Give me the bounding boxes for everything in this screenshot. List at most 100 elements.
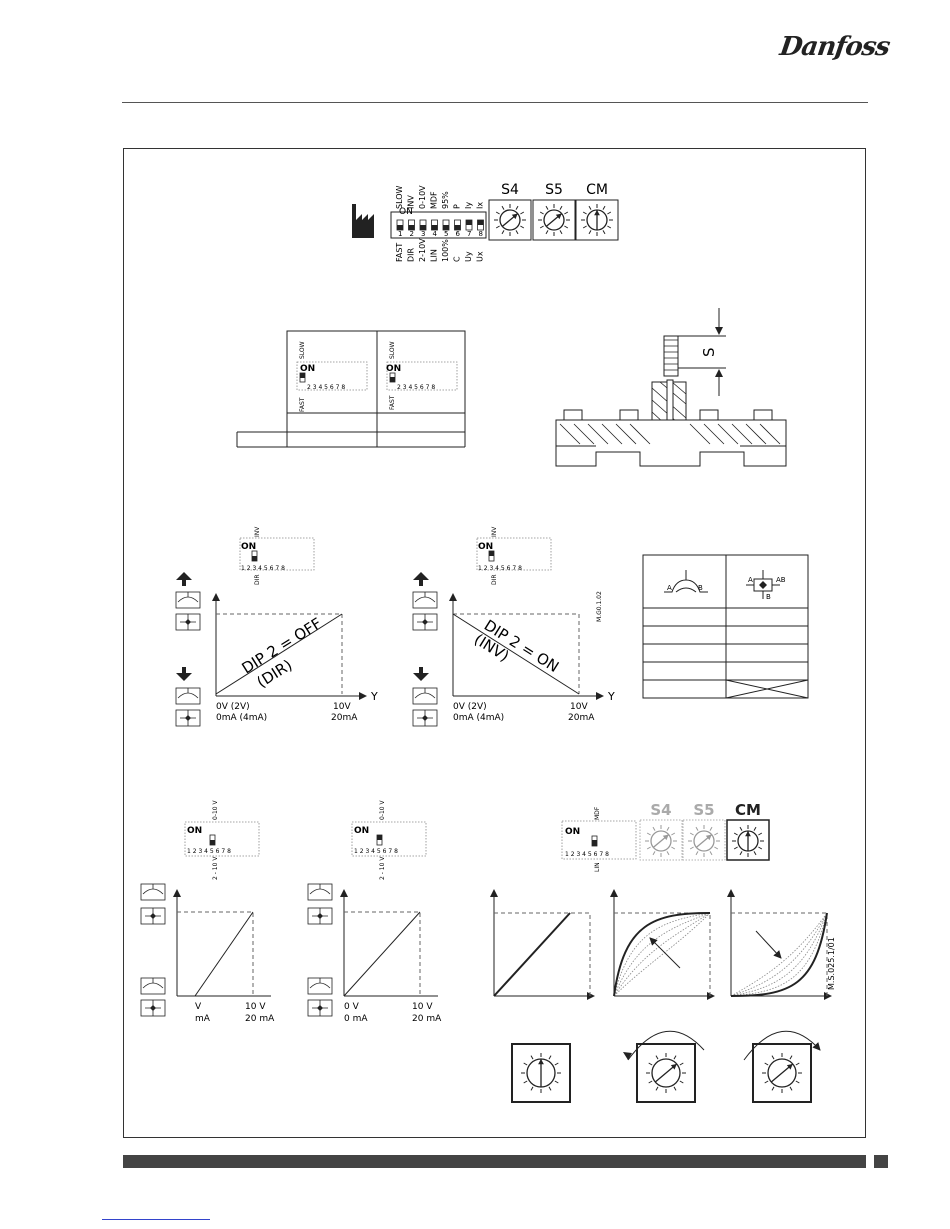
dial-label-3: CM xyxy=(586,182,608,198)
valve3-a: A xyxy=(748,576,753,584)
dip-top-label-7: Iy xyxy=(464,202,473,209)
char-dial-1-icon xyxy=(645,825,677,857)
right-x-end-1: 10V xyxy=(570,702,588,712)
left-dip-top: INV xyxy=(254,526,261,537)
dip-bottom-label-7: Uy xyxy=(464,251,473,262)
dip-number-2: 2 xyxy=(410,230,414,238)
char-ref: M.S.025.1/01 xyxy=(827,937,836,990)
middle-range-top: 0-10 V xyxy=(379,799,386,820)
middle-range-line xyxy=(343,911,421,997)
speed-table: ON 2 3 4 5 6 7 8 SLOW FAST ON 2 3 4 5 6 … xyxy=(236,330,466,448)
left-range-bottom: 2 - 10 V xyxy=(212,856,219,880)
dip-top-label-3: 0-10V xyxy=(418,185,427,209)
dip-bottom-label-5: 100% xyxy=(441,239,450,262)
right-down-arrow-icon xyxy=(413,667,429,681)
speed-left-on: ON xyxy=(300,364,315,374)
left-dip-on: ON xyxy=(241,542,256,552)
char-dial-3-icon xyxy=(732,825,764,857)
speed-left-top: SLOW xyxy=(299,341,306,359)
rotate-ccw-arrow-icon xyxy=(627,1030,705,1061)
rotate-cw-arrow-icon xyxy=(743,1030,821,1061)
dial-label-2: S5 xyxy=(545,182,563,198)
stroke-cross-section: S xyxy=(555,308,787,467)
left-x-end-1: 10V xyxy=(333,702,351,712)
dial-1-icon xyxy=(494,204,526,236)
dip-top-label-6: P xyxy=(453,204,462,209)
speed-right-numbers: 2 3 4 5 6 7 8 xyxy=(397,384,435,391)
left-range-top: 0-10 V xyxy=(212,799,219,820)
left-axis-y: Y xyxy=(370,690,378,703)
left-x-start-1: 0V (2V) xyxy=(216,702,250,712)
dip-number-7: 7 xyxy=(467,230,471,238)
right-dip-numbers: 1 2 3 4 5 6 7 8 xyxy=(478,565,522,572)
char-dial-label-2: S5 xyxy=(693,801,714,819)
main-dials: S4 S5 CM xyxy=(488,182,619,241)
right-x-end-2: 20mA xyxy=(568,713,595,723)
char-curve-1 xyxy=(493,912,571,997)
right-dip-top: INV xyxy=(491,526,498,537)
dial-2-icon xyxy=(538,204,570,236)
footer-link-underline[interactable] xyxy=(102,1219,210,1220)
header-rule xyxy=(122,102,868,103)
range-graph-middle: ON1 2 3 4 5 6 7 80-10 V2 - 10 V0 V0 mA10… xyxy=(307,799,442,1024)
left-x-end-2: 20mA xyxy=(331,713,358,723)
left-range-x-start-2: mA xyxy=(195,1014,211,1024)
middle-range-x-start-2: 0 mA xyxy=(344,1014,368,1024)
right-x-start-2: 0mA (4mA) xyxy=(453,713,504,723)
char-dial-label-1: S4 xyxy=(650,801,671,819)
right-response-line xyxy=(452,613,580,695)
left-x-start-2: 0mA (4mA) xyxy=(216,713,267,723)
speed-right-bottom: FAST xyxy=(389,395,396,410)
inv-ref: M.G0.1.02 xyxy=(596,591,603,622)
dip-bottom-label-3: 2-10V xyxy=(418,238,427,262)
left-down-arrow-icon xyxy=(176,667,192,681)
middle-range-on: ON xyxy=(354,826,369,836)
dip-number-1: 1 xyxy=(398,230,402,238)
right-dip-on: ON xyxy=(478,542,493,552)
right-x-start-1: 0V (2V) xyxy=(453,702,487,712)
left-response-line xyxy=(215,613,343,695)
char-on: ON xyxy=(565,827,580,837)
dip-top-label-5: 95% xyxy=(441,191,450,209)
right-up-arrow-icon xyxy=(413,572,429,586)
middle-range-x-start-1: 0 V xyxy=(344,1002,360,1012)
left-range-on: ON xyxy=(187,826,202,836)
dip-bottom-label-6: C xyxy=(453,256,462,262)
dip-number-6: 6 xyxy=(456,230,461,238)
middle-range-x-end-2: 20 mA xyxy=(412,1014,442,1024)
footer-page-marker xyxy=(874,1155,888,1168)
right-axis-y: Y xyxy=(607,690,615,703)
dip-on-label: ON xyxy=(399,207,413,217)
char-curve-2 xyxy=(613,912,711,997)
stroke-label: S xyxy=(700,347,718,357)
speed-left-numbers: 2 3 4 5 6 7 8 xyxy=(307,384,345,391)
big-dial-1-icon xyxy=(521,1053,561,1093)
middle-range-bottom: 2 - 10 V xyxy=(379,856,386,880)
middle-range-x-end-1: 10 V xyxy=(412,1002,433,1012)
char-curve-3 xyxy=(730,912,828,997)
footer-bar xyxy=(123,1155,866,1168)
dip-number-4: 4 xyxy=(433,230,438,238)
char-dial-2-icon xyxy=(688,825,720,857)
char-bottom: LIN xyxy=(594,862,601,872)
dip-bottom-label-8: Ux xyxy=(476,251,485,262)
dip-top-label-2: INV xyxy=(407,195,416,209)
char-numbers: 1 2 3 4 5 6 7 8 xyxy=(565,851,609,858)
dial-label-1: S4 xyxy=(501,182,519,198)
valve3-b: B xyxy=(766,593,771,601)
dip-bottom-label-4: LIN xyxy=(430,249,439,262)
left-range-x-end-1: 10 V xyxy=(245,1002,266,1012)
dip-number-3: 3 xyxy=(421,230,425,238)
factory-icon xyxy=(352,204,374,238)
dial-3-icon xyxy=(581,204,613,236)
right-dip-bottom: DIR xyxy=(491,574,498,585)
dip-number-8: 8 xyxy=(479,230,483,238)
left-range-numbers: 1 2 3 4 5 6 7 8 xyxy=(187,848,231,855)
dip-top-label-8: Ix xyxy=(476,202,485,209)
char-dial-label-3: CM xyxy=(735,801,761,819)
